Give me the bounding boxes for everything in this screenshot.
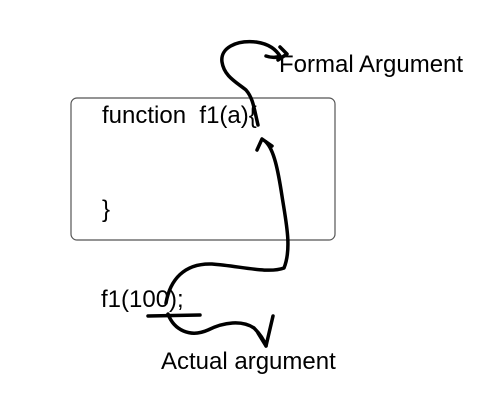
formal-argument-label: Formal Argument: [279, 51, 464, 78]
function-call-text: f1(100);: [101, 286, 184, 313]
formal-argument-arrow: [220, 39, 282, 127]
actual-argument-arrowhead: [256, 314, 275, 348]
function-closing-brace: }: [102, 196, 111, 223]
actual-argument-underline: [146, 313, 202, 318]
actual-argument-arrow: [166, 312, 268, 348]
function-box: [70, 97, 336, 241]
parameter-arrowhead: [255, 137, 274, 152]
call-to-parameter-arrow: [164, 140, 290, 305]
formal-argument-arrowhead: [276, 45, 289, 62]
actual-argument-label: Actual argument: [161, 348, 336, 375]
function-signature-text: function f1(a){: [102, 102, 257, 129]
